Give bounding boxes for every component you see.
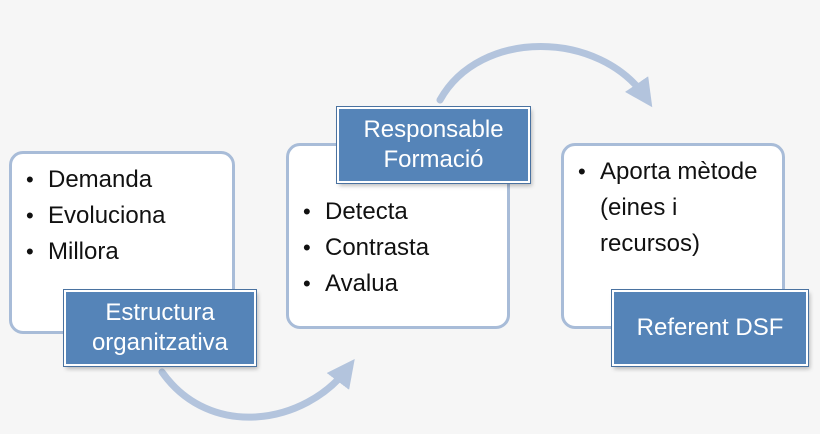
card-list: •Detecta •Contrasta •Avalua [289,146,507,302]
list-item: •Aporta mètode (eines i recursos) [578,158,758,257]
card-estructura: •Demanda •Evoluciona •Millora [9,151,235,334]
curved-arrow-icon [436,43,653,108]
card-list: •Demanda •Evoluciona •Millora [12,154,232,270]
label-estructura-organitzativa: Estructura organitzativa [64,290,256,366]
list-item: •Contrasta [303,234,430,261]
list-item: •Detecta [303,198,408,225]
label-responsable-formacio: Responsable Formació [337,107,530,183]
list-item: •Evoluciona [26,202,166,229]
label-referent-dsf: Referent DSF [612,290,808,366]
list-item: •Demanda [26,166,153,193]
card-list: •Aporta mètode (eines i recursos) [564,146,782,262]
list-item: •Millora [26,238,119,265]
curved-arrow-icon [158,359,355,421]
list-item: •Avalua [303,270,398,297]
